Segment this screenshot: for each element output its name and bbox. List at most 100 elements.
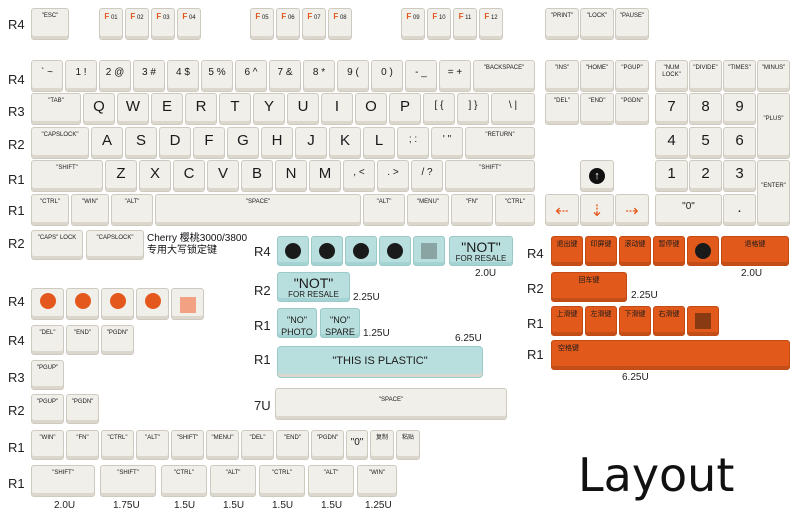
teal-no-spare-key[interactable]: "NO" SPARE xyxy=(320,308,360,338)
key-3[interactable]: 3 # xyxy=(133,60,165,92)
key-8[interactable]: 8 * xyxy=(303,60,335,92)
times-key[interactable]: "TIMES" xyxy=(723,60,756,92)
up-arrow-key[interactable]: ↑ xyxy=(580,160,614,192)
left-shift-key[interactable]: "SHIFT" xyxy=(31,160,103,192)
caps-lock-stepped-key[interactable]: "CAPS" LOCK xyxy=(31,230,83,260)
down-arrow-key[interactable]: ⇣ xyxy=(580,194,614,226)
left-pgup-r3-key[interactable]: "PGUP" xyxy=(31,360,64,390)
key-2[interactable]: 2 @ xyxy=(99,60,131,92)
alt-15u-key[interactable]: "ALT" xyxy=(210,465,256,497)
f4-key[interactable]: F 04 xyxy=(177,8,201,40)
left-arrow-key[interactable]: ⇠ xyxy=(545,194,579,226)
right-ctrl-key[interactable]: "CTRL" xyxy=(495,194,535,226)
backslash-key[interactable]: \ | xyxy=(491,93,535,125)
key-w[interactable]: W xyxy=(117,93,149,125)
key-n[interactable]: N xyxy=(275,160,307,192)
ctrl-15u-b-key[interactable]: "CTRL" xyxy=(259,465,305,497)
f9-key[interactable]: F 09 xyxy=(401,8,425,40)
key-m[interactable]: M xyxy=(309,160,341,192)
win-125u-key[interactable]: "WIN" xyxy=(357,465,397,497)
orange-spacebar-key[interactable]: 空格键 xyxy=(551,340,790,370)
orange-scroll-key[interactable]: 滚动键 xyxy=(619,236,651,266)
novelty-key-4[interactable] xyxy=(136,288,169,320)
novelty-key-1[interactable] xyxy=(31,288,64,320)
orange-enter-key[interactable]: 回车键 xyxy=(551,272,627,302)
numlock-key[interactable]: "NUM LOCK" xyxy=(655,60,688,92)
shift-2u-key[interactable]: "SHIFT" xyxy=(31,465,95,497)
key-i[interactable]: I xyxy=(321,93,353,125)
orange-cube-key[interactable] xyxy=(687,306,719,336)
ins-key[interactable]: "INS" xyxy=(545,60,579,92)
numpad-7[interactable]: 7 xyxy=(655,93,688,125)
equals-key[interactable]: = + xyxy=(439,60,471,92)
key-y[interactable]: Y xyxy=(253,93,285,125)
teal-not-resale-225u-key[interactable]: "NOT" FOR RESALE xyxy=(277,272,350,302)
alt-ctrl-key[interactable]: "CTRL" xyxy=(101,430,134,460)
orange-up-key[interactable]: 上滑键 xyxy=(551,306,583,336)
numpad-plus-key[interactable]: "PLUS" xyxy=(757,93,790,159)
left-del-key[interactable]: "DEL" xyxy=(31,325,64,355)
alt-shift-key[interactable]: "SHIFT" xyxy=(171,430,204,460)
right-shift-key[interactable]: "SHIFT" xyxy=(445,160,535,192)
key-5[interactable]: 5 % xyxy=(201,60,233,92)
f6-key[interactable]: F 06 xyxy=(276,8,300,40)
f1-key[interactable]: F 01 xyxy=(99,8,123,40)
key-x[interactable]: X xyxy=(139,160,171,192)
novelty-key-3[interactable] xyxy=(101,288,134,320)
left-win-key[interactable]: "WIN" xyxy=(71,194,109,226)
lock-key[interactable]: "LOCK" xyxy=(580,8,614,40)
key-e[interactable]: E xyxy=(151,93,183,125)
key-4[interactable]: 4 $ xyxy=(167,60,199,92)
fn-key[interactable]: "FN" xyxy=(451,194,493,226)
f8-key[interactable]: F 08 xyxy=(328,8,352,40)
numpad-5[interactable]: 5 xyxy=(689,127,722,159)
key-s[interactable]: S xyxy=(125,127,157,159)
novelty-key-5[interactable] xyxy=(171,288,204,320)
key-z[interactable]: Z xyxy=(105,160,137,192)
left-pgdn-r2-key[interactable]: "PGDN" xyxy=(66,394,99,424)
return-key[interactable]: "RETURN" xyxy=(465,127,535,159)
teal-key-3[interactable] xyxy=(345,236,377,266)
period-key[interactable]: . > xyxy=(377,160,409,192)
shift-175u-key[interactable]: "SHIFT" xyxy=(100,465,156,497)
pause-key[interactable]: "PAUSE" xyxy=(615,8,649,40)
teal-key-4[interactable] xyxy=(379,236,411,266)
paste-key[interactable]: 粘贴 xyxy=(396,430,420,460)
numpad-2[interactable]: 2 xyxy=(689,160,722,192)
left-pgdn-key[interactable]: "PGDN" xyxy=(101,325,134,355)
key-h[interactable]: H xyxy=(261,127,293,159)
key-f[interactable]: F xyxy=(193,127,225,159)
alt-del-key[interactable]: "DEL" xyxy=(241,430,274,460)
right-arrow-key[interactable]: ⇢ xyxy=(615,194,649,226)
teal-key-5[interactable] xyxy=(413,236,445,266)
minus-numpad-key[interactable]: "MINUS" xyxy=(757,60,790,92)
orange-power-key[interactable] xyxy=(687,236,719,266)
numpad-8[interactable]: 8 xyxy=(689,93,722,125)
key-c[interactable]: C xyxy=(173,160,205,192)
bracket-left-key[interactable]: [ { xyxy=(423,93,455,125)
comma-key[interactable]: , < xyxy=(343,160,375,192)
ctrl-15u-key[interactable]: "CTRL" xyxy=(161,465,207,497)
key-q[interactable]: Q xyxy=(83,93,115,125)
divide-key[interactable]: "DIVIDE" xyxy=(689,60,722,92)
f12-key[interactable]: F 12 xyxy=(479,8,503,40)
tab-key[interactable]: "TAB" xyxy=(31,93,81,125)
key-d[interactable]: D xyxy=(159,127,191,159)
alt-zero-key[interactable]: "0" xyxy=(346,430,368,460)
print-key[interactable]: "PRINT" xyxy=(545,8,579,40)
key-0[interactable]: 0 ) xyxy=(371,60,403,92)
teal-not-resale-2u-key[interactable]: "NOT" FOR RESALE xyxy=(449,236,513,266)
end-key[interactable]: "END" xyxy=(580,93,614,125)
esc-key[interactable]: "ESC" xyxy=(31,8,69,40)
left-ctrl-key[interactable]: "CTRL" xyxy=(31,194,69,226)
numpad-dot[interactable]: . xyxy=(723,194,756,226)
key-o[interactable]: O xyxy=(355,93,387,125)
f11-key[interactable]: F 11 xyxy=(453,8,477,40)
key-6[interactable]: 6 ^ xyxy=(235,60,267,92)
alt-end-key[interactable]: "END" xyxy=(276,430,309,460)
f5-key[interactable]: F 05 xyxy=(250,8,274,40)
key-p[interactable]: P xyxy=(389,93,421,125)
capslock-alt-key[interactable]: "CAPSLOCK" xyxy=(86,230,144,260)
teal-no-photo-key[interactable]: "NO" PHOTO xyxy=(277,308,317,338)
key-1[interactable]: 1 ! xyxy=(65,60,97,92)
